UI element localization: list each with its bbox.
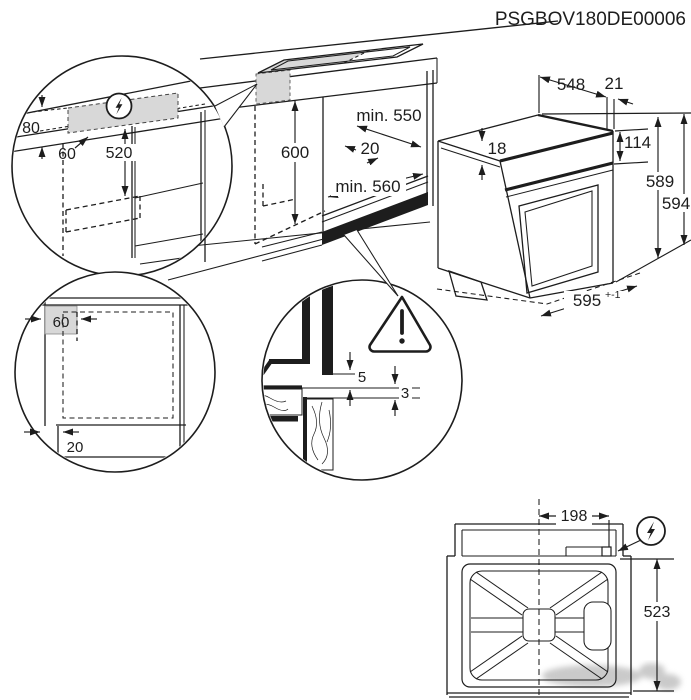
dim-width-tolerance: +-1 [605,289,621,301]
side-section-dimensions: 60 20 [24,314,97,456]
dim-drop-height: 520 [106,145,133,162]
dim-lower-gap: 3 [401,385,409,402]
callout-wedge-connection [215,84,257,127]
dim-box-depth: 60 [58,146,76,163]
dim-depth: 548 [557,75,585,94]
dim-top-clearance: 60 [53,314,70,331]
power-supply-icon [636,516,666,546]
dim-clearance-height: 80 [22,120,40,137]
cooktop-cutout [255,43,424,105]
power-supply-icon [105,92,133,120]
plinth-vent-strip [322,192,428,245]
dim-niche-height: 600 [281,143,309,162]
main-dimensions: 600 min. 550 20 min. 560 [276,101,424,224]
dim-panel-height: 114 [624,133,651,152]
dim-height-body: 589 [646,172,674,191]
rear-dimensions: 198 523 [539,507,674,692]
dim-connection-offset: 198 [561,508,588,525]
warning-icon [368,295,432,353]
oven-dimensions: 548 21 18 114 589 594 595 +-1 [436,74,691,317]
detail-connection-space: 80 60 520 [11,55,233,277]
drawing-number: PSGBOV180DE00006 [495,9,686,30]
dim-plinth-recess: 20 [67,439,84,456]
connection-dimensions: 80 60 520 [22,95,137,196]
oven-foot [448,269,488,301]
oven-view: 548 21 18 114 589 594 595 +-1 [436,74,691,317]
dim-top-gap: 18 [488,139,507,158]
oven-door-window [518,184,599,294]
detail-gap-section: 5 3 [261,279,463,481]
appliance-envelope [62,311,174,419]
detail-circle [11,55,233,277]
top-clearance-zone [44,305,78,335]
wood-grain [263,394,331,465]
dim-connection-height: 523 [644,604,671,621]
callout-wedge-gap [344,230,398,296]
smudge-artifacts [542,663,681,690]
detail-side-section: 60 20 [14,271,216,473]
gap-dimensions: 5 3 [346,352,412,416]
dim-front-gap: 20 [361,139,380,158]
dim-front-frame: 21 [605,74,624,93]
rear-view: 198 523 [446,499,681,699]
dim-width: 595 [573,291,601,310]
main-cabinet-view: 600 min. 550 20 min. 560 [167,20,559,281]
terminal-box [565,546,612,557]
dim-niche-depth: min. 550 [356,106,421,125]
dim-upper-gap: 5 [358,369,366,386]
dim-niche-width: min. 560 [335,177,400,196]
dim-height-total: 594 [662,194,690,213]
